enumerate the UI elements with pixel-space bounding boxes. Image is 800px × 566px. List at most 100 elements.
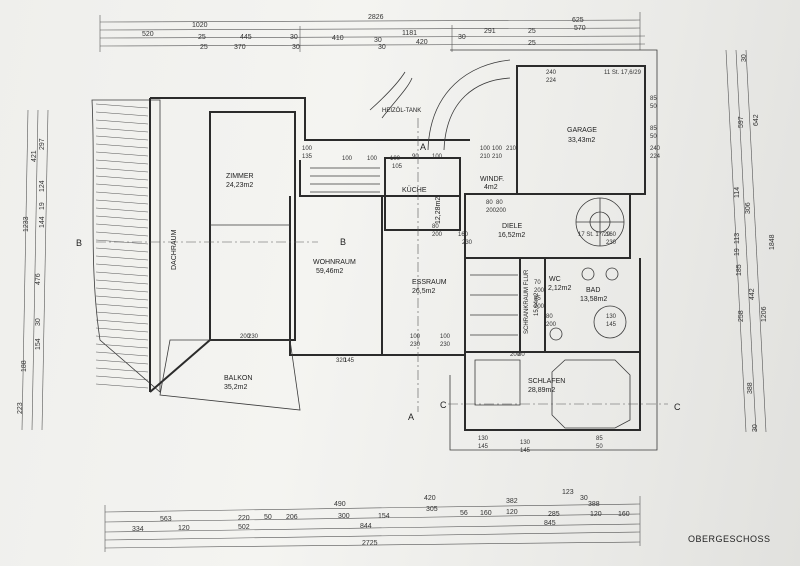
dim-bot-305: 305 xyxy=(426,506,438,513)
roof-hatch-line xyxy=(95,159,149,165)
roof-hatch-line xyxy=(95,183,149,189)
dim-bot-382: 382 xyxy=(506,498,518,505)
plan-title: OBERGESCHOSS xyxy=(688,534,771,544)
room-dimension-label: 200 xyxy=(546,322,557,328)
section-lines xyxy=(96,118,668,412)
room-balkon-area: 35,2m2 xyxy=(224,384,247,391)
dim-bot-2725: 2725 xyxy=(362,540,378,547)
roof-hatch-line xyxy=(95,335,149,341)
roof-hatch-line xyxy=(95,295,149,301)
roof-hatch-line xyxy=(95,199,149,205)
dim-top-420: 420 xyxy=(416,39,428,46)
dim-right-597: 597 xyxy=(738,116,745,128)
room-dimension-label: 145 xyxy=(520,448,531,454)
bottom-dimension-lines xyxy=(104,496,641,552)
room-dimension-label: 240 xyxy=(546,70,557,76)
room-dimension-label: 230 xyxy=(440,342,451,348)
room-schrankraum-area: 15,94m2 xyxy=(534,292,540,316)
room-zimmer-area: 24,23m2 xyxy=(226,182,253,189)
dim-left-476: 476 xyxy=(35,273,42,285)
room-dimension-label: 50 xyxy=(650,104,657,110)
dim-top-370: 370 xyxy=(234,44,246,51)
room-dimension-label: 200 xyxy=(240,334,251,340)
dim-bot-154: 154 xyxy=(378,513,390,520)
room-dimension-label: 130 xyxy=(606,314,617,320)
dim-left-144: 144 xyxy=(39,216,46,228)
room-dimension-label: 50 xyxy=(596,444,603,450)
room-dimension-label: 145 xyxy=(478,444,489,450)
dim-bot-160b: 160 xyxy=(618,511,630,518)
roof-hatch-line xyxy=(95,247,149,253)
dim-right-1206: 1206 xyxy=(761,306,768,322)
room-dimension-label: 130 xyxy=(520,440,531,446)
garage-drive xyxy=(369,59,511,151)
room-dimension-label: 85 xyxy=(596,436,603,442)
bedroom-furniture xyxy=(474,359,631,429)
dim-bot-56: 56 xyxy=(460,510,468,517)
room-dimension-label: 160 xyxy=(606,232,617,238)
dim-bot-300: 300 xyxy=(338,513,350,520)
room-dimension-label: 100 xyxy=(492,146,503,152)
dim-bot-120c: 120 xyxy=(590,511,602,518)
roof-hatch-line xyxy=(95,191,149,197)
room-dimension-label: 100 xyxy=(302,146,313,152)
dim-bot-30: 30 xyxy=(580,495,588,502)
dim-top-291: 291 xyxy=(484,28,496,35)
room-schlafen-area: 28,89m2 xyxy=(528,387,555,394)
dim-top-25d: 25 xyxy=(528,40,536,47)
section-b-left: B xyxy=(76,238,82,248)
room-garage-name: GARAGE xyxy=(567,127,597,134)
dim-top-30c: 30 xyxy=(458,34,466,41)
dim-bot-120b: 120 xyxy=(506,509,518,516)
dim-bot-844: 844 xyxy=(360,523,372,530)
room-bad-area: 13,58m2 xyxy=(580,296,607,303)
room-dimension-label: 130 xyxy=(478,436,489,442)
left-dimension-lines xyxy=(21,109,49,431)
roof-hatch-line xyxy=(95,303,149,309)
dim-left-124: 124 xyxy=(39,180,46,192)
room-wohnraum-area: 59,46m2 xyxy=(316,268,343,275)
room-wc-name: WC xyxy=(549,276,561,283)
room-dimension-label: 230 xyxy=(462,240,473,246)
roof-hatch-line xyxy=(95,375,149,381)
room-dimension-label: 70 xyxy=(534,280,541,286)
section-c-right: C xyxy=(674,402,681,412)
room-schlafen-name: SCHLAFEN xyxy=(528,378,565,385)
room-dimension-label: 200 xyxy=(496,208,507,214)
dim-bot-845: 845 xyxy=(544,520,556,527)
dim-bot-220: 220 xyxy=(238,515,250,522)
dim-top-30b: 30 xyxy=(374,37,382,44)
dim-bot-388: 388 xyxy=(588,501,600,508)
dim-top-total: 2826 xyxy=(368,14,384,21)
dim-bot-285: 285 xyxy=(548,511,560,518)
roof-hatch-line xyxy=(95,103,149,109)
roof-hatch-line xyxy=(95,327,149,333)
room-dimension-label: 200 xyxy=(534,288,545,294)
dim-left-19: 19 xyxy=(39,202,46,210)
room-dimension-label: 200 xyxy=(432,232,443,238)
dim-left-297: 297 xyxy=(39,138,46,150)
dim-top-625: 625 xyxy=(572,17,584,24)
room-dimension-label: 90 xyxy=(412,154,419,160)
room-dimension-label: 80 xyxy=(518,352,525,358)
room-dimension-label: 80 xyxy=(496,200,503,206)
dim-top-25b: 25 xyxy=(528,28,536,35)
room-dimension-label: 80 xyxy=(546,314,553,320)
room-wohnraum-name: WOHNRAUM xyxy=(313,259,356,266)
room-dimension-label: 224 xyxy=(546,78,557,84)
room-dimension-label: 230 xyxy=(606,240,617,246)
section-b-right: B xyxy=(340,237,346,247)
dim-left-188: 188 xyxy=(21,360,28,372)
dim-bot-123: 123 xyxy=(562,489,574,496)
roof-hatch-line xyxy=(95,223,149,229)
room-dimension-label: 100 xyxy=(480,146,491,152)
roof-hatch-line xyxy=(95,111,149,117)
room-essraum-area: 26,5m2 xyxy=(412,288,435,295)
roof-hatch-line xyxy=(95,167,149,173)
roof-hatch-line xyxy=(95,311,149,317)
exterior-walls xyxy=(149,49,658,451)
room-dimension-label: 135 xyxy=(302,154,313,160)
roof-hatch-line xyxy=(95,255,149,261)
dim-top-25c: 25 xyxy=(200,44,208,51)
